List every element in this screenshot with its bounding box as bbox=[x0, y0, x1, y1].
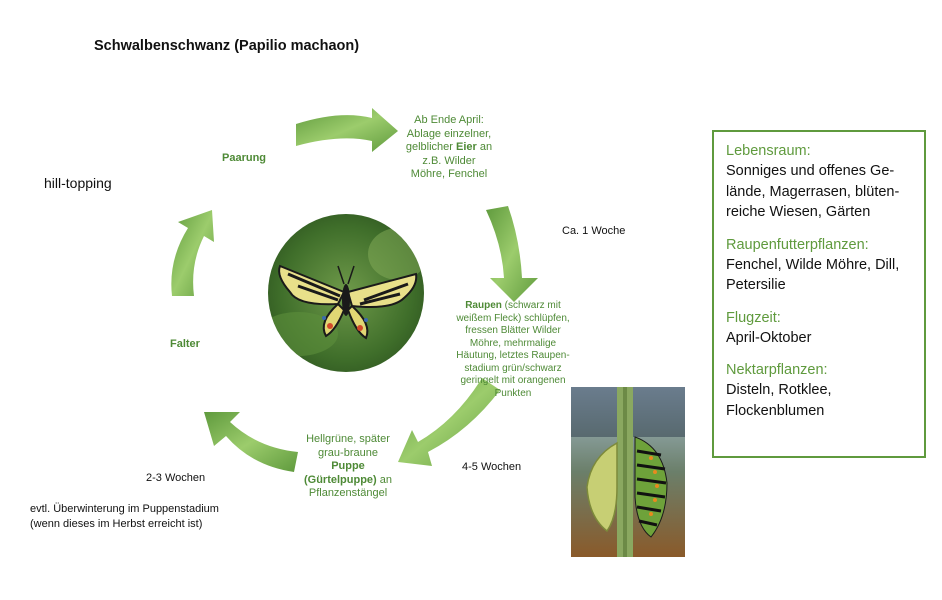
butterfly-icon bbox=[268, 214, 424, 372]
arrow-top bbox=[296, 108, 398, 152]
info-box: Lebensraum: Sonniges und offenes Ge-länd… bbox=[712, 130, 926, 458]
info-text-habitat: Sonniges und offenes Ge-lände, Magerrase… bbox=[726, 163, 900, 220]
info-text-food-plants: Fenchel, Wilde Möhre, Dill, Petersilie bbox=[726, 256, 900, 294]
arrow-lower-right bbox=[398, 378, 500, 466]
info-heading-nectar-plants: Nektarpflanzen: bbox=[726, 362, 828, 378]
arrow-right bbox=[486, 206, 538, 302]
label-duration-2-3-weeks: 2-3 Wochen bbox=[146, 472, 206, 484]
arrow-left bbox=[171, 210, 214, 296]
stage-eggs: Ab Ende April: Ablage einzelner, gelblic… bbox=[405, 114, 493, 180]
page-title: Schwalbenschwanz (Papilio machaon) bbox=[94, 38, 360, 54]
label-paarung: Paarung bbox=[222, 152, 267, 164]
info-heading-habitat: Lebensraum: bbox=[726, 143, 811, 159]
arrow-bottom-left bbox=[204, 412, 298, 472]
label-duration-1-week: Ca. 1 Woche bbox=[562, 225, 626, 237]
stage-pupa: Hellgrüne, später grau-braune Puppe (Gür… bbox=[303, 433, 392, 499]
label-falter: Falter bbox=[170, 338, 200, 350]
label-overwintering: evtl. Überwinterung im Puppenstadium (we… bbox=[30, 503, 219, 530]
info-heading-food-plants: Raupenfutterpflanzen: bbox=[726, 236, 869, 253]
info-text-nectar-plants: Disteln, Rotklee, Flockenblumen bbox=[726, 382, 832, 419]
label-hill-topping: hill-topping bbox=[44, 175, 112, 191]
info-heading-flight-time: Flugzeit: bbox=[726, 309, 781, 326]
info-text-flight-time: April-Oktober bbox=[726, 329, 812, 346]
butterfly-photo bbox=[268, 214, 424, 372]
pupa-icon bbox=[571, 387, 685, 557]
stage-caterpillar: Raupen (schwarz mit weißem Fleck) schlüp… bbox=[456, 300, 570, 399]
pupa-caterpillar-photo bbox=[571, 387, 685, 557]
label-duration-4-5-weeks: 4-5 Wochen bbox=[462, 461, 522, 473]
